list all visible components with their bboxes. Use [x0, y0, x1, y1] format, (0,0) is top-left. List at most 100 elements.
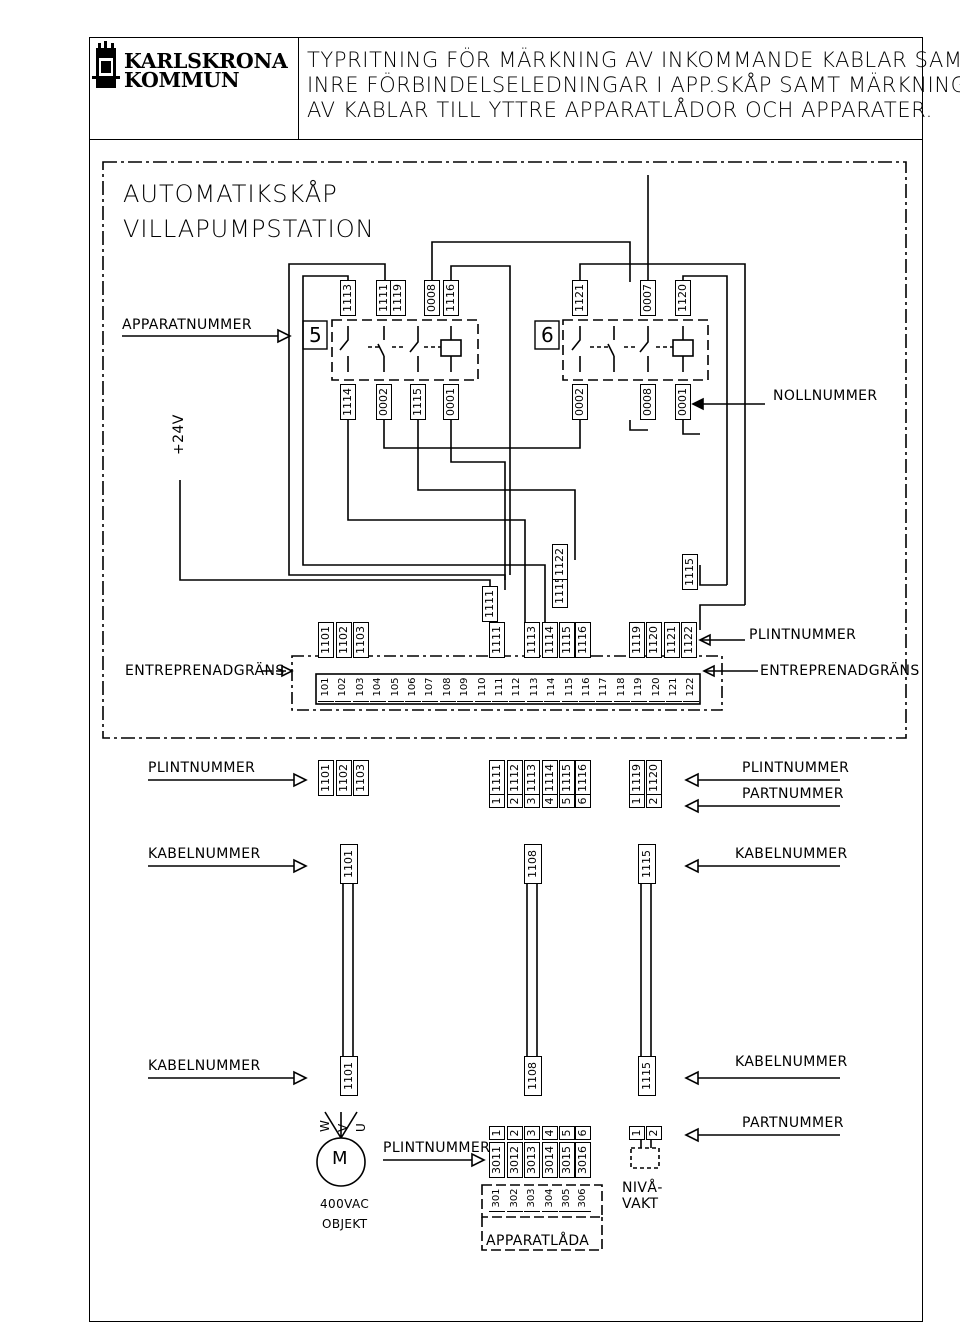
- cable-b-part-marker: 5: [559, 794, 575, 808]
- plintnummer-label: PLINTNUMMER: [749, 627, 857, 643]
- box-part-marker: 1: [489, 1126, 505, 1140]
- motor-phase-label: V: [336, 1123, 350, 1132]
- cable-b-number-lower: 1108: [524, 1056, 542, 1096]
- plint-top-marker: 1122: [681, 622, 697, 658]
- terminal: 122: [683, 673, 700, 702]
- cable-c-wire-marker: 1119: [629, 760, 645, 796]
- title-line-2: INRE FÖRBINDELSELEDNINGAR I APP.SKÅP SAM…: [307, 73, 960, 97]
- terminal: 121: [666, 673, 682, 702]
- box-part-marker: 2: [507, 1126, 523, 1140]
- cable-a-wire-marker: 1101: [318, 760, 334, 796]
- plintnummer-mid: PLINTNUMMER: [383, 1140, 491, 1156]
- box-part-marker: 4: [542, 1126, 558, 1140]
- plint-top-marker: 1120: [646, 622, 662, 658]
- relay6-bottom-marker: 0001: [675, 384, 691, 420]
- plint-top-marker: 1101: [318, 622, 334, 658]
- terminal: 108: [439, 673, 456, 702]
- box-terminal: 302: [507, 1185, 523, 1212]
- cable-a-number: 1101: [340, 844, 358, 884]
- relay6-top-marker: 0007: [640, 280, 656, 316]
- terminal: 110: [474, 673, 491, 702]
- relay5-top-marker: 1119: [390, 280, 406, 316]
- plint-top-marker: 1119: [629, 622, 645, 658]
- box-wire-marker: 3013: [524, 1142, 540, 1178]
- terminal: 112: [509, 673, 526, 702]
- terminal: 114: [544, 673, 561, 702]
- cable-b-part-marker: 1: [489, 794, 505, 808]
- terminal: 102: [335, 673, 352, 702]
- relay5-bottom-marker: 1115: [410, 384, 426, 420]
- title-line-1: TYPRITNING FÖR MÄRKNING AV INKOMMANDE KA…: [307, 48, 960, 72]
- terminal: 116: [579, 673, 595, 702]
- mid-wire-marker: 1111: [482, 586, 498, 622]
- kabelnummer-left: KABELNUMMER: [148, 846, 261, 862]
- terminal: 101: [318, 673, 334, 702]
- plint-top-marker: 1111: [489, 622, 505, 658]
- plint-top-marker: 1115: [559, 622, 575, 658]
- terminal: 117: [596, 673, 613, 702]
- box-wire-marker: 3016: [575, 1142, 591, 1178]
- cable-a-wire-marker: 1103: [353, 760, 369, 796]
- box-wire-marker: 3014: [542, 1142, 558, 1178]
- cable-b-part-marker: 4: [542, 794, 558, 808]
- terminal: 120: [648, 673, 665, 702]
- entreprenadgrans-left: ENTREPRENADGRÄNS: [125, 663, 285, 679]
- motor-text-1: 400VAC: [320, 1197, 370, 1211]
- motor-text-2: OBJEKT: [322, 1217, 368, 1231]
- cable-b-wire-marker: 1114: [542, 760, 558, 796]
- cable-b-part-marker: 6: [575, 794, 591, 808]
- terminal: 104: [370, 673, 387, 702]
- cable-c-number-lower: 1115: [638, 1056, 656, 1096]
- relay5-top-marker: 1116: [443, 280, 459, 316]
- cable-b-part-marker: 3: [524, 794, 540, 808]
- plint-top-marker: 1102: [336, 622, 352, 658]
- switch-part-marker: 1: [629, 1126, 645, 1140]
- switch-part-marker: 2: [646, 1126, 662, 1140]
- box-terminal: 303: [524, 1185, 540, 1212]
- mid-wire-marker: 1122: [552, 544, 568, 580]
- kabelnummer-right-2: KABELNUMMER: [735, 1054, 848, 1070]
- cable-c-part-marker: 1: [629, 794, 645, 808]
- cabinet-title-line1: AUTOMATIKSKÅP: [123, 180, 338, 208]
- cable-b-wire-marker: 1113: [524, 760, 540, 796]
- logo-text-line1: KARLSKRONA: [124, 49, 288, 73]
- terminal: 107: [422, 673, 439, 702]
- nivavakt-label-2: VAKT: [622, 1196, 659, 1212]
- box-part-marker: 6: [575, 1126, 591, 1140]
- cable-a-wire-marker: 1102: [336, 760, 352, 796]
- drawing-frame: [89, 37, 923, 1322]
- box-wire-marker: 3015: [559, 1142, 575, 1178]
- cable-b-part-marker: 2: [507, 794, 523, 808]
- cable-c-wire-marker: 1120: [646, 760, 662, 796]
- relay5-bottom-marker: 0001: [443, 384, 459, 420]
- motor-phase-label: W: [318, 1120, 332, 1132]
- box-part-marker: 3: [524, 1126, 540, 1140]
- terminal: 105: [387, 673, 404, 702]
- cable-b-wire-marker: 1112: [507, 760, 523, 796]
- plintnummer-left: PLINTNUMMER: [148, 760, 256, 776]
- relay6-bottom-marker: 0008: [640, 384, 656, 420]
- cable-b-wire-marker: 1111: [489, 760, 505, 796]
- cable-b-number: 1108: [524, 844, 542, 884]
- plint-top-marker: 1114: [542, 622, 558, 658]
- nivavakt-label-1: NIVÅ-: [622, 1180, 663, 1196]
- terminal: 115: [561, 673, 578, 702]
- mid-wire-marker: 1115: [682, 554, 698, 590]
- terminal: 113: [526, 673, 543, 702]
- terminal: 109: [457, 673, 474, 702]
- box-part-marker: 5: [559, 1126, 575, 1140]
- cabinet-title-line2: VILLAPUMPSTATION: [123, 215, 375, 243]
- box-terminal: 306: [575, 1185, 591, 1212]
- terminal: 119: [631, 673, 648, 702]
- kabelnummer-right: KABELNUMMER: [735, 846, 848, 862]
- box-wire-marker: 3012: [507, 1142, 523, 1178]
- terminal: 106: [405, 673, 421, 702]
- nollnummer-label: NOLLNUMMER: [773, 388, 878, 404]
- relay6-bottom-marker: 0002: [572, 384, 588, 420]
- header-divider: [89, 139, 923, 140]
- cable-c-number: 1115: [638, 844, 656, 884]
- terminal: 118: [613, 673, 630, 702]
- motor-symbol: M: [332, 1148, 348, 1169]
